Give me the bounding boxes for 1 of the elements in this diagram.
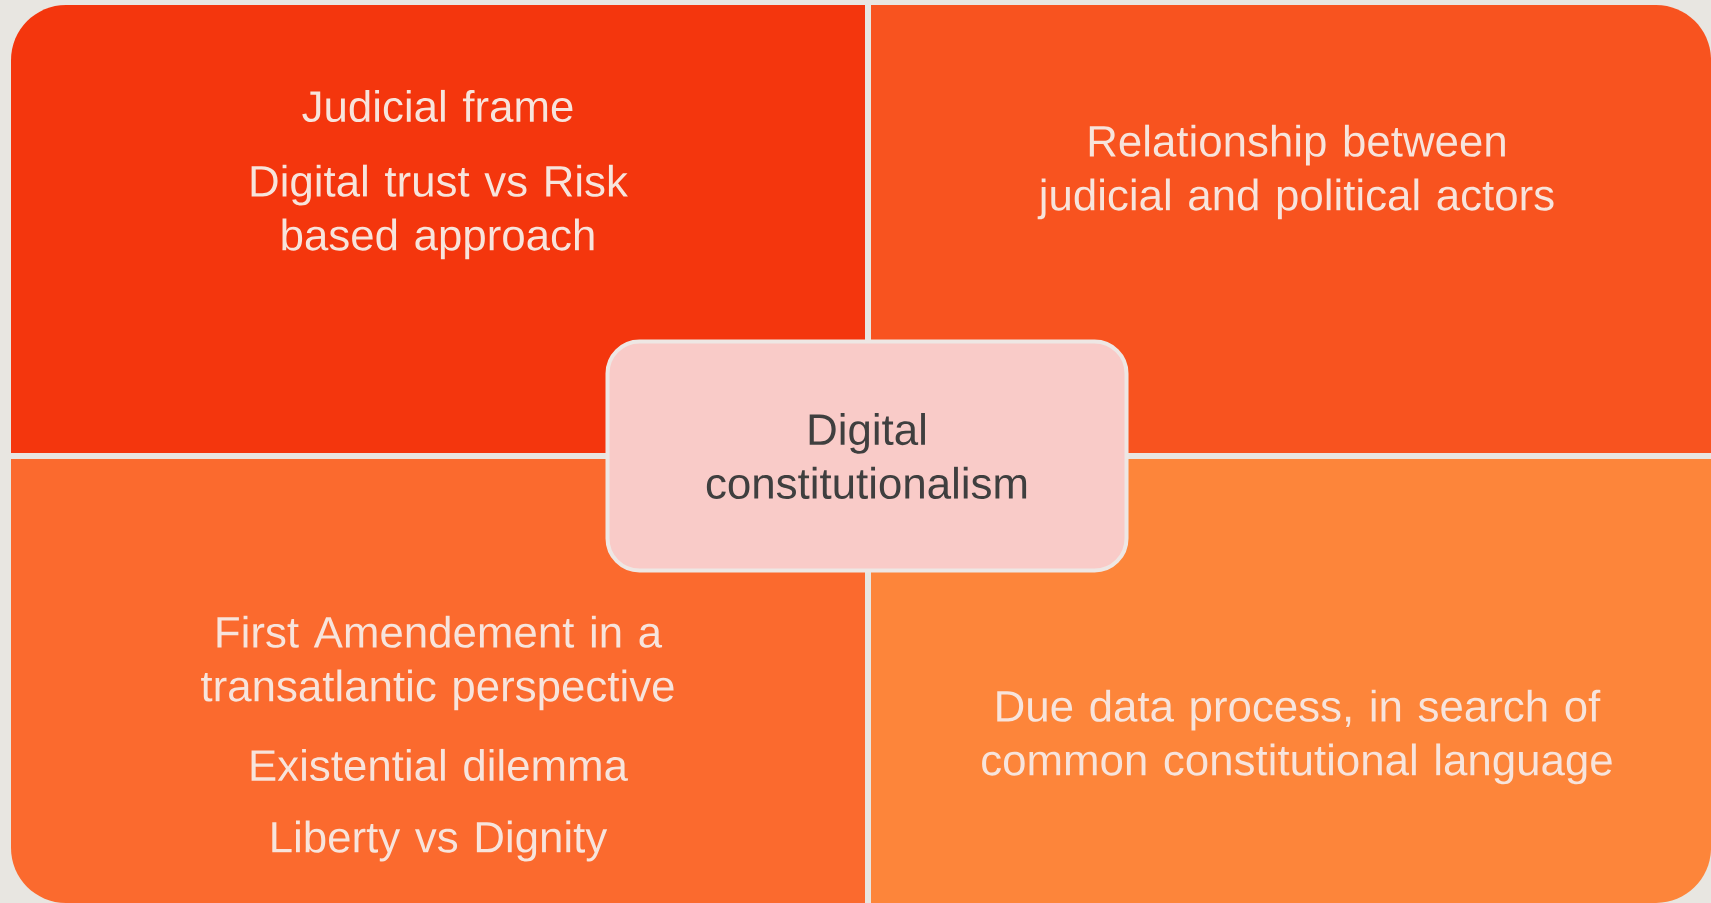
center-box: Digital constitutionalism — [605, 339, 1129, 573]
